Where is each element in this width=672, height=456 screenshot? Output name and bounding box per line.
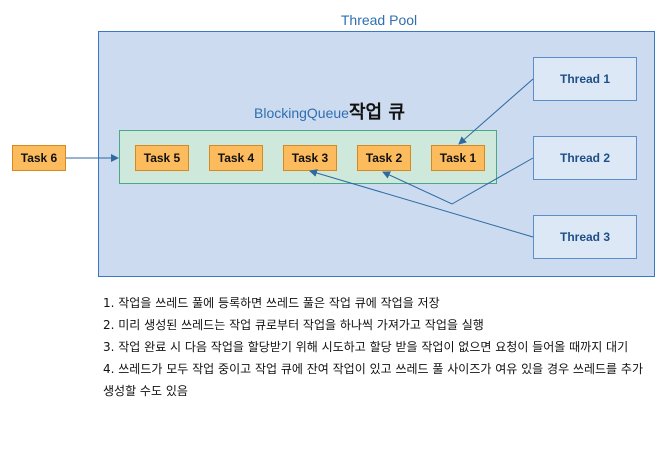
notes-list: 1. 작업을 쓰레드 풀에 등록하면 쓰레드 풀은 작업 큐에 작업을 저장 2… (103, 292, 655, 402)
task-4-box: Task 4 (209, 145, 263, 171)
note-item-1: 1. 작업을 쓰레드 풀에 등록하면 쓰레드 풀은 작업 큐에 작업을 저장 (103, 296, 440, 310)
task-5-box: Task 5 (135, 145, 189, 171)
arrow-thread2-to-task2 (382, 157, 534, 205)
thread-pool-title: Thread Pool (340, 12, 418, 28)
thread-1-box: Thread 1 (533, 57, 637, 101)
blocking-queue-title: BlockingQueue작업 큐 (254, 98, 405, 124)
task-1-box: Task 1 (431, 145, 485, 171)
thread-3-box: Thread 3 (533, 215, 637, 259)
blocking-queue-title-ko: 작업 큐 (348, 102, 405, 123)
arrow-thread3-to-task3 (309, 169, 534, 238)
arrow-thread1-to-task1 (458, 78, 534, 145)
task-3-box: Task 3 (283, 145, 337, 171)
note-item-3: 3. 작업 완료 시 다음 작업을 할당받기 위해 시도하고 할당 받을 작업이… (103, 340, 629, 354)
thread-2-box: Thread 2 (533, 136, 637, 180)
note-item-2: 2. 미리 생성된 쓰레드는 작업 큐로부터 작업을 하나씩 가져가고 작업을 … (103, 318, 484, 332)
task-2-box: Task 2 (357, 145, 411, 171)
task-6-box: Task 6 (12, 145, 66, 171)
note-item-4: 4. 쓰레드가 모두 작업 중이고 작업 큐에 잔여 작업이 있고 쓰레드 풀 … (103, 362, 643, 398)
blocking-queue-title-en: BlockingQueue (254, 105, 349, 121)
